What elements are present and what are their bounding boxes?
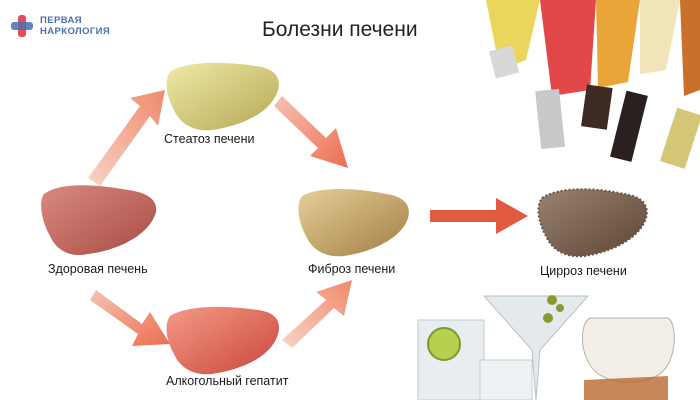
liver-cirrhosis-icon <box>537 188 648 258</box>
arrow-fibrosis-to-cirrhosis <box>430 198 528 234</box>
label-healthy: Здоровая печень <box>48 262 148 276</box>
arrow-hepatitis-to-fibrosis <box>282 280 352 348</box>
brand-logo[interactable]: ПЕРВАЯ НАРКОЛОГИЯ <box>10 14 110 38</box>
label-fibrosis: Фиброз печени <box>308 262 396 276</box>
liver-fibrosis-icon <box>298 189 409 257</box>
cross-logo-icon <box>11 15 33 37</box>
liver-hepatitis-icon <box>166 306 280 375</box>
arrow-steatosis-to-fibrosis <box>274 96 348 168</box>
liquor-bottles-image <box>486 0 700 169</box>
cocktail-glasses-image <box>417 295 675 400</box>
arrow-healthy-to-hepatitis <box>90 290 170 346</box>
label-steatosis: Стеатоз печени <box>164 132 255 146</box>
arrow-healthy-to-steatosis <box>88 90 165 186</box>
logo-line-2: НАРКОЛОГИЯ <box>40 26 111 37</box>
label-hepatitis: Алкогольный гепатит <box>166 374 289 388</box>
label-cirrhosis: Цирроз печени <box>540 264 627 278</box>
liver-steatosis-icon <box>166 62 279 131</box>
liver-healthy-icon <box>41 185 157 256</box>
page-title: Болезни печени <box>262 18 418 41</box>
logo-line-1: ПЕРВАЯ <box>40 15 82 26</box>
